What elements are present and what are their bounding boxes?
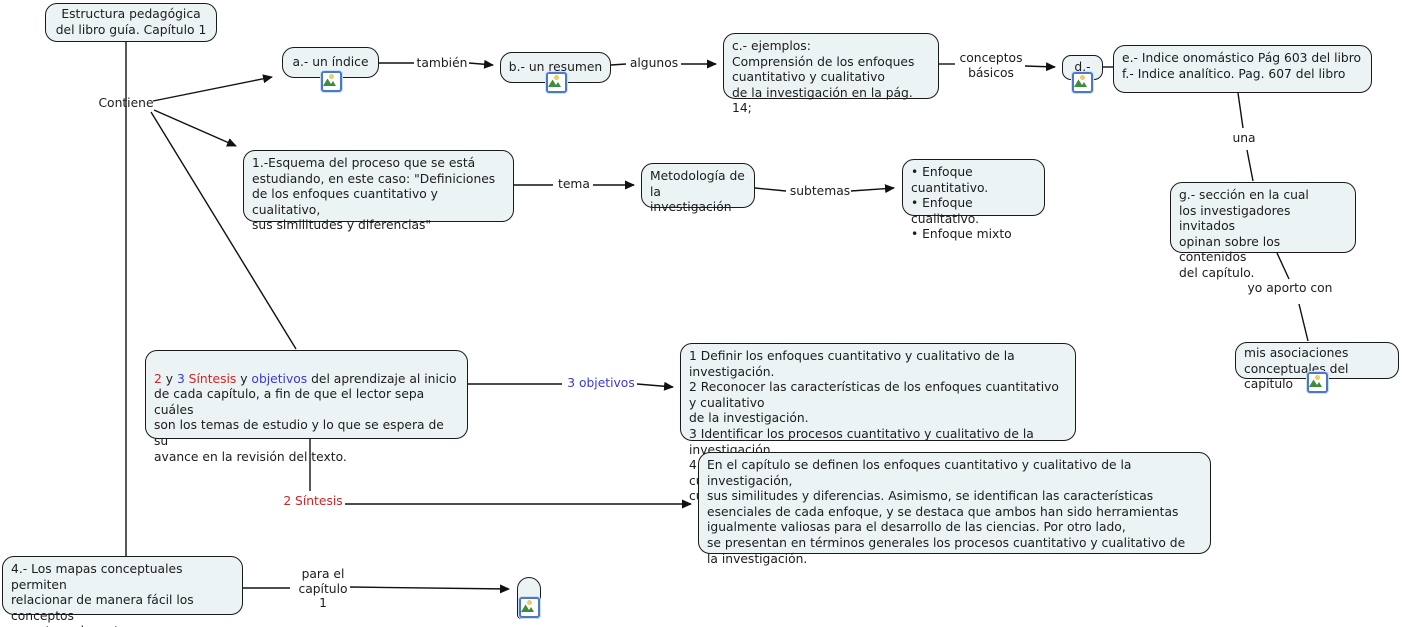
link-label-contiene[interactable]: Contiene: [98, 96, 154, 110]
node-objetivos-lista[interactable]: 1 Definir los enfoques cuantitativo y cu…: [680, 343, 1076, 503]
segment-sintesis: Síntesis: [184, 371, 237, 386]
segment-y1: y: [161, 371, 177, 386]
segment-resto: del aprendizaje al inicio de cada capítu…: [154, 371, 457, 464]
node-resumen[interactable]: b.- un resumen: [500, 52, 611, 83]
image-resource-icon[interactable]: [321, 71, 342, 92]
segment-objetivos: objetivos: [251, 371, 308, 386]
link-label-3-objetivos[interactable]: 3 objetivos: [567, 376, 635, 390]
link-label-una[interactable]: una: [1232, 131, 1256, 145]
image-resource-icon[interactable]: [1307, 372, 1328, 393]
link-label-tambien[interactable]: también: [416, 56, 468, 70]
node-indices-ef[interactable]: e.- Indice onomástico Pág 603 del libro …: [1113, 45, 1372, 93]
segment-2: 2: [154, 371, 162, 386]
node-seccion-g[interactable]: g.- sección en la cual los investigadore…: [1170, 182, 1356, 280]
link-label-tema[interactable]: tema: [558, 177, 590, 191]
image-resource-icon[interactable]: [546, 72, 567, 93]
node-sintesis-objetivos[interactable]: 2 y 3 Síntesis y objetivos del aprendiza…: [145, 350, 468, 464]
image-resource-icon[interactable]: [1072, 72, 1093, 93]
link-label-subtemas[interactable]: subtemas: [789, 184, 851, 198]
node-asociaciones[interactable]: mis asociaciones conceptuales del capítu…: [1235, 342, 1399, 391]
image-resource-icon[interactable]: [519, 597, 540, 618]
link-label-para-el-capitulo-1[interactable]: para el capítulo 1: [298, 567, 348, 610]
node-mapas[interactable]: 4.- Los mapas conceptuales permiten rela…: [2, 556, 243, 627]
link-label-yo-aporto[interactable]: yo aporto con: [1247, 281, 1333, 295]
segment-y2: y: [236, 371, 252, 386]
segment-3: 3: [176, 371, 185, 386]
node-sintesis-texto[interactable]: En el capítulo se definen los enfoques c…: [698, 452, 1211, 566]
node-metodologia[interactable]: Metodología de la investigación: [641, 163, 755, 214]
node-enfoques[interactable]: • Enfoque cuantitativo. • Enfoque cualit…: [902, 159, 1045, 241]
link-label-2-sintesis[interactable]: 2 Síntesis: [283, 494, 343, 508]
link-label-algunos[interactable]: algunos: [629, 56, 679, 70]
node-root[interactable]: Estructura pedagógica del libro guía. Ca…: [45, 3, 217, 42]
link-label-conceptos-basicos[interactable]: conceptos básicos: [959, 51, 1023, 80]
node-esquema[interactable]: 1.-Esquema del proceso que se está estud…: [243, 150, 514, 232]
node-ejemplos[interactable]: c.- ejemplos: Comprensión de los enfoque…: [723, 33, 939, 115]
